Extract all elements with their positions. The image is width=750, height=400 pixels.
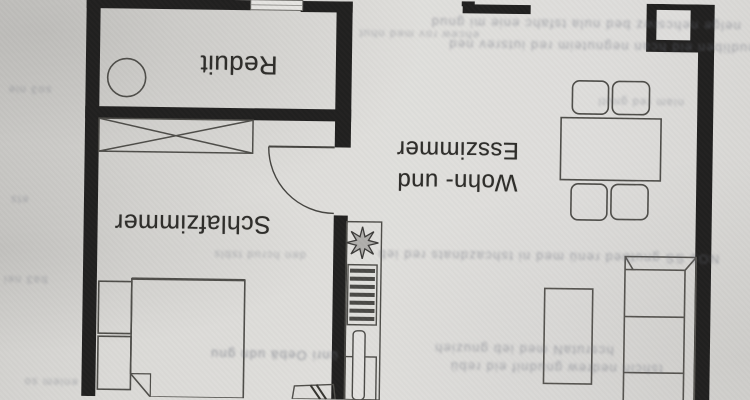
wall-reduit-right-upper [334,1,353,148]
pillow-1 [97,280,133,335]
wardrobe-icon [97,117,254,155]
sofa-icon [622,255,698,400]
dining-set [559,80,662,221]
pillow-2 [96,335,132,391]
wall-top-reduit [86,0,251,11]
chair-icon [611,80,651,116]
bleed-through-text: ba3 nei [2,272,48,286]
room-label-line2: Esszimmer [396,135,520,165]
chair-icon [570,183,608,221]
bed-icon [96,277,246,399]
radiator-icon [346,263,378,326]
window-slit-icon [250,0,304,11]
wall-hall-lower [331,215,348,400]
bleed-through-text: niam red gnutl [597,95,684,109]
walls [81,0,715,400]
room-label-reduit: Reduit [199,49,278,81]
bleed-through-text: so3 nie [7,82,52,96]
bleed-through-text: den hcrud tsbls [213,247,306,262]
washing-machine-icon [106,57,147,98]
open-door-leaf-icon [351,330,366,400]
dining-table-icon [559,116,662,182]
bleed-through-text: ünri Oebä udn gnu [209,346,339,364]
wall-right-outer [693,48,715,400]
wall-top-right-segment [462,4,531,15]
kitchen-block [343,220,383,400]
chair-icon [571,80,610,115]
bleed-through-text: eniem so [23,375,78,388]
star-flower-icon [346,226,379,259]
small-door-icon [291,383,337,400]
bleed-through-text: hcsrutaN med ieb gnuzieh [433,340,614,359]
room-label-line1: Wohn- und [396,167,518,196]
coffee-table-icon [542,287,594,385]
room-label-schlafzimmer: Schlafzimmer [114,208,271,239]
bleed-through-text: ehcew rov med nhut [358,26,480,41]
wall-reduit-schlafzimmer [85,105,352,122]
wall-left-outer [81,0,101,397]
door-swing-icon [268,145,335,215]
bleed-through-text: tshcin nedrew gnudnif eid rebü [449,359,663,378]
shaft-recess-opening [656,9,691,41]
chair-icon [610,183,649,221]
bleed-through-text: ets [9,192,29,206]
